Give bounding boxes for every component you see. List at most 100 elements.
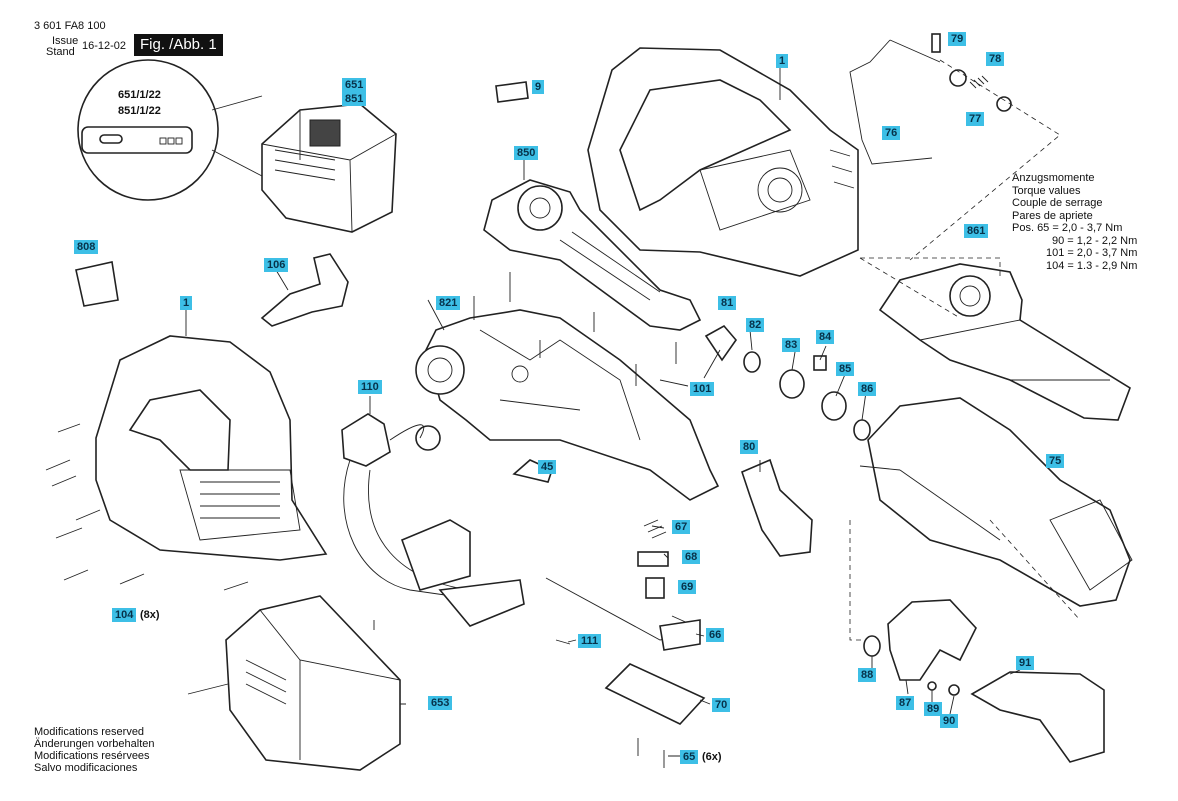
footer-note-de: Änderungen vorbehalten — [34, 738, 155, 750]
part-label-1-top: 1 — [776, 54, 789, 68]
screw-90 — [948, 684, 960, 696]
footer-note-es: Salvo modificaciones — [34, 762, 138, 774]
part-label-81: 81 — [718, 296, 737, 310]
retaining-ring — [743, 351, 761, 373]
trigger — [260, 253, 349, 327]
torque-table: Anzugsmomente Torque values Couple de se… — [1012, 172, 1137, 272]
stand-label: Stand — [46, 46, 75, 58]
part-label-850: 850 — [514, 146, 539, 160]
part-label-651: 651 — [342, 78, 367, 92]
footer-notes: Modifications reserved Änderungen vorbeh… — [34, 726, 154, 774]
label-card — [75, 261, 119, 307]
part-label-821: 821 — [436, 296, 461, 310]
part-label-106: 106 — [264, 258, 289, 272]
torque-row: 90 = 1,2 - 2,2 Nm — [1052, 234, 1138, 247]
part-label-66: 66 — [706, 628, 725, 642]
torque-title-fr: Couple de serrage — [1012, 197, 1103, 209]
torque-title-de: Anzugsmomente — [1012, 172, 1095, 184]
torque-title-en: Torque values — [1012, 184, 1081, 197]
part-label-90: 90 — [940, 714, 959, 728]
issue-date: 16-12-02 — [82, 40, 127, 52]
part-count-65: (6x) — [702, 751, 722, 763]
bearing-ring — [704, 324, 738, 362]
part-label-83: 83 — [782, 338, 801, 352]
part-label-86: 86 — [858, 382, 877, 396]
part-label-65: 65 — [680, 750, 699, 764]
battery-pack — [261, 103, 397, 233]
part-label-101: 101 — [690, 382, 715, 396]
part-label-1-left: 1 — [180, 296, 193, 310]
shoe-70 — [604, 663, 706, 725]
clamp-lever — [849, 39, 941, 165]
part-label-69: 69 — [678, 580, 697, 594]
washer — [996, 96, 1012, 112]
screws-65 — [637, 738, 665, 768]
part-label-68: 68 — [682, 550, 701, 564]
wiring-harness — [341, 413, 525, 627]
motor-carrier — [415, 309, 720, 501]
sleeve-88 — [863, 635, 881, 657]
housing-shell — [867, 397, 1133, 607]
part-label-75: 75 — [1046, 454, 1065, 468]
washer-89 — [927, 681, 937, 691]
part-label-84: 84 — [816, 330, 835, 344]
guard-87 — [887, 599, 977, 681]
torque-row: 101 = 2,0 - 3,7 Nm — [1046, 247, 1138, 259]
part-label-85: 85 — [836, 362, 855, 376]
part-label-653: 653 — [428, 696, 453, 710]
part-label-808: 808 — [74, 240, 99, 254]
pin — [931, 33, 941, 53]
block-66 — [659, 619, 701, 651]
part-label-67: 67 — [672, 520, 691, 534]
part-label-79: 79 — [948, 32, 967, 46]
bushing — [779, 369, 805, 399]
sleeve — [949, 69, 967, 87]
battery-label-detail — [77, 59, 263, 201]
part-label-82: 82 — [746, 318, 765, 332]
screws-101 — [473, 272, 677, 386]
torque-row: Pos. 65 = 2,0 - 3,7 Nm — [1012, 222, 1123, 234]
part-label-76: 76 — [882, 126, 901, 140]
part-label-77: 77 — [966, 112, 985, 126]
collar — [821, 391, 847, 421]
end-cap — [495, 81, 529, 103]
battery-label-line-1: 651/1/22 — [118, 89, 161, 101]
issue-label: Issue — [52, 35, 79, 47]
part-label-88: 88 — [858, 668, 877, 682]
spring — [969, 75, 989, 89]
footer-note-fr: Modifications resérvees — [34, 750, 150, 762]
torque-title-es: Pares de apriete — [1012, 209, 1093, 222]
housing-cover — [878, 263, 1131, 421]
spring-111 — [555, 639, 571, 645]
part-label-78: 78 — [986, 52, 1005, 66]
part-label-110: 110 — [358, 380, 382, 394]
part-label-111: 111 — [578, 634, 602, 648]
gear-housing — [483, 179, 702, 331]
screws-104 — [45, 423, 249, 591]
torque-row: 104 = 1.3 - 2,9 Nm — [1046, 259, 1138, 272]
pin-84 — [813, 355, 827, 371]
slider-68 — [637, 551, 669, 567]
document-number: 3 601 FA8 100 — [34, 20, 106, 32]
part-count-104: (8x) — [140, 609, 160, 621]
part-label-89: 89 — [924, 702, 943, 716]
part-label-45: 45 — [538, 460, 557, 474]
part-label-861: 861 — [964, 224, 989, 238]
part-label-851: 851 — [342, 92, 367, 106]
battery-label-line-2: 851/1/22 — [118, 105, 161, 117]
part-label-91: 91 — [1016, 656, 1035, 670]
bracket — [741, 458, 813, 557]
pin-69 — [645, 577, 665, 599]
housing-half-left — [95, 335, 328, 561]
part-label-87: 87 — [896, 696, 915, 710]
shoe-91 — [970, 671, 1105, 763]
o-ring — [853, 419, 871, 441]
part-label-70: 70 — [712, 698, 731, 712]
part-label-80: 80 — [740, 440, 759, 454]
figure-label: Fig. /Abb. 1 — [134, 34, 223, 56]
housing-half-right — [587, 47, 859, 277]
spring-67 — [643, 519, 667, 539]
part-label-104: 104 — [112, 608, 137, 622]
footer-note-en: Modifications reserved — [34, 726, 145, 738]
